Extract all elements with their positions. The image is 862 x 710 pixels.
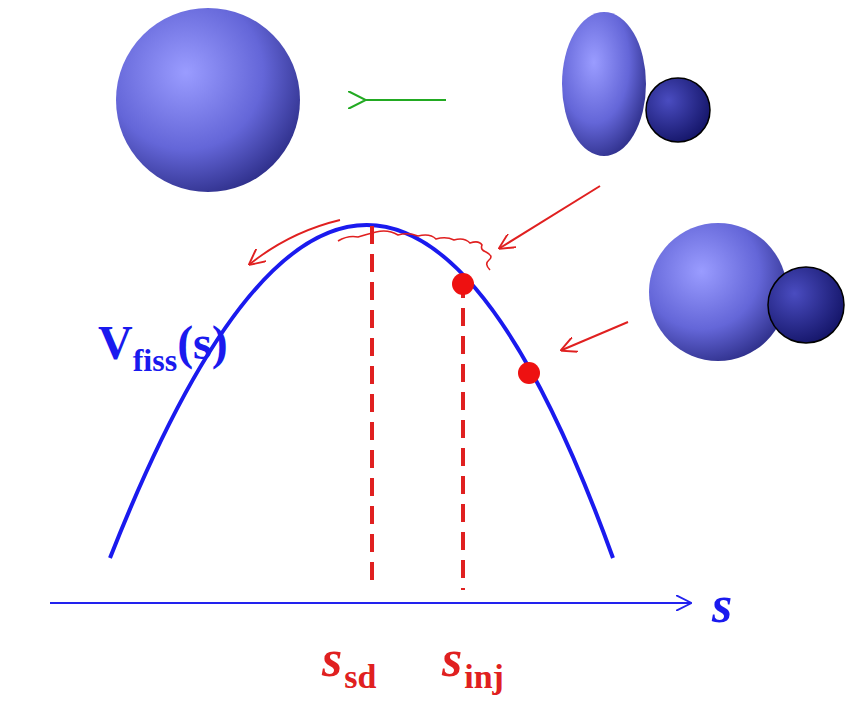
pointer-arrow [562, 322, 628, 350]
target-sphere [649, 223, 787, 361]
compound-nucleus [116, 8, 300, 192]
axis-label: s [322, 633, 342, 685]
trajectory [338, 231, 491, 270]
injection-line [461, 280, 465, 590]
axis-label: (s) [177, 319, 228, 367]
projectile-sphere [768, 267, 844, 343]
fission-barrier-curve [110, 225, 613, 558]
trajectory-arrow [250, 220, 340, 264]
deformed-nucleus [562, 12, 646, 156]
axis-label: V [98, 319, 133, 367]
saddle-line [370, 226, 374, 590]
axis-label: s [442, 633, 462, 685]
contact-point [518, 362, 540, 384]
subscript-label: sd [344, 660, 376, 694]
subscript-label: inj [464, 660, 504, 694]
evolution-arrow [364, 99, 446, 101]
s-axis [50, 602, 690, 604]
subscript-label: fiss [133, 344, 177, 376]
projectile-sphere [646, 78, 710, 142]
axis-label: s [712, 579, 732, 631]
pointer-arrow [500, 186, 600, 248]
injection-point [452, 273, 474, 295]
